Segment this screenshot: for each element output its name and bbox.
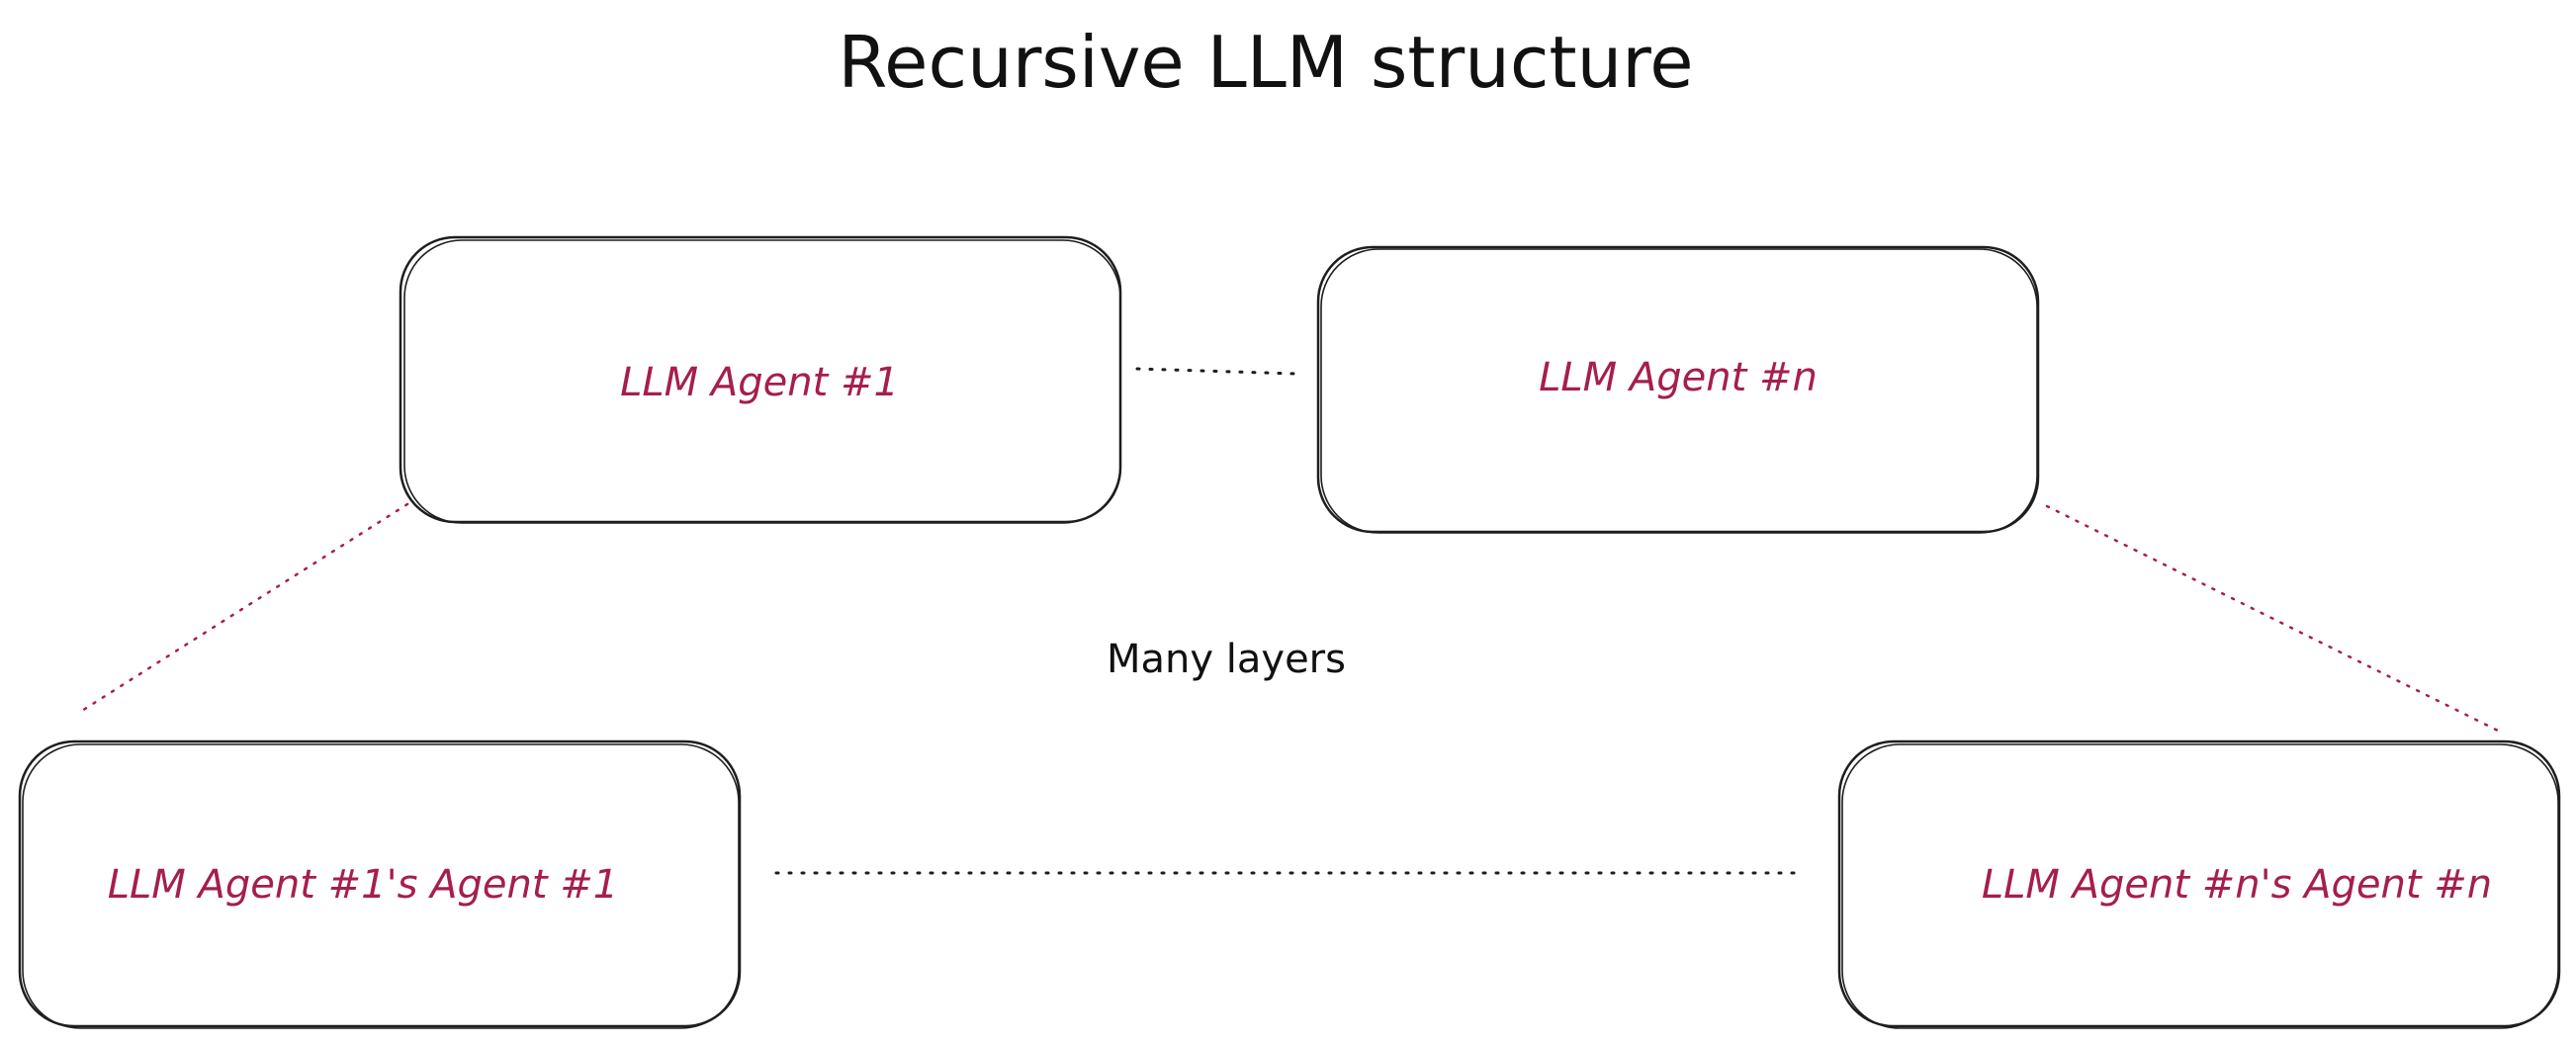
node-agent-n: LLM Agent #n <box>1316 245 2040 534</box>
diagram-title: Recursive LLM structure <box>838 21 1693 104</box>
node-agent-1: LLM Agent #1 <box>399 235 1122 524</box>
node-agent-n-sub-n-label: LLM Agent #n's Agent #n <box>1982 862 2492 908</box>
node-agent-1-sub-1-label: LLM Agent #1's Agent #1 <box>108 862 619 908</box>
connector-agent1-to-sub <box>75 502 409 716</box>
connector-top-agents <box>1135 367 1297 376</box>
connector-agentn-to-sub <box>2045 504 2502 734</box>
node-agent-n-sub-n: LLM Agent #n's Agent #n <box>1837 740 2561 1029</box>
node-agent-1-label: LLM Agent #1 <box>620 360 899 405</box>
node-agent-1-sub-1: LLM Agent #1's Agent #1 <box>18 740 742 1029</box>
many-layers-note: Many layers <box>1107 637 1346 682</box>
node-agent-n-label: LLM Agent #n <box>1539 355 1818 400</box>
